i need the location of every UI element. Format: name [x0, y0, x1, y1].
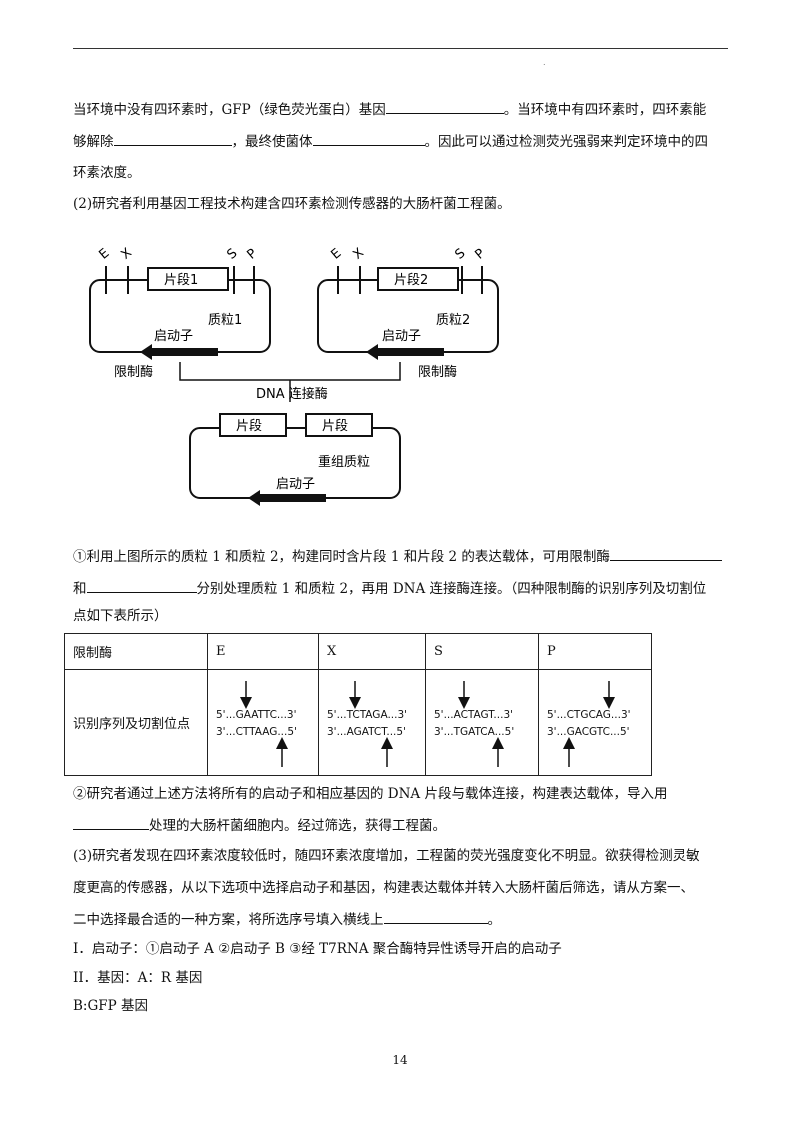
table-cell: X	[318, 633, 426, 670]
plasmid1-promoter-bar	[152, 348, 218, 356]
cut-site-diagram: 5'...TCTAGA...3' 3'...AGATCT...5'	[327, 671, 417, 775]
sequence-bottom: 3'...CTTAAG...5'	[216, 725, 297, 738]
paragraph-line: (3)研究者发现在四环素浓度较低时，随四环素浓度增加，工程菌的荧光强度变化不明显…	[73, 848, 700, 864]
paragraph-line: 点如下表所示）	[73, 608, 168, 624]
cut-arrows	[563, 680, 615, 767]
sequence-bottom: 3'...AGATCT...5'	[327, 725, 406, 738]
paragraph-line: 环素浓度。	[73, 165, 141, 181]
sequence-bottom: 3'...GACGTC...5'	[547, 725, 630, 738]
paragraph-line: 和 分别处理质粒 1 和质粒 2，再用 DNA 连接酶连接。（四种限制酶的识别序列…	[73, 578, 733, 599]
cut-arrows	[349, 680, 393, 767]
cut-site-diagram: 5'...CTGCAG...3' 3'...GACGTC...5'	[547, 671, 643, 775]
table-cell: 5'...CTGCAG...3' 3'...GACGTC...5'	[538, 669, 652, 776]
site-label: E	[96, 246, 112, 263]
text: 。因此可以通过检测荧光强弱来判定环境中的四	[424, 134, 709, 150]
text: 够解除	[73, 134, 114, 150]
table-cell: E	[207, 633, 319, 670]
header-mark: .	[543, 58, 546, 67]
answer-blank[interactable]	[86, 578, 197, 593]
paragraph-line: 度更高的传感器，从以下选项中选择启动子和基因，构建表达载体并转入大肠杆菌后筛选，…	[73, 880, 694, 896]
answer-blank[interactable]	[385, 99, 504, 114]
sequence-top: 5'...TCTAGA...3'	[327, 708, 408, 721]
text: 分别处理质粒 1 和质粒 2，再用 DNA 连接酶连接。（四种限制酶的识别序列及…	[196, 581, 707, 597]
site-label: X	[118, 245, 135, 262]
answer-blank[interactable]	[383, 909, 488, 924]
plasmid2-promoter-bar	[378, 348, 444, 356]
option-gene-a: II．基因：A：R 基因	[73, 970, 203, 986]
table-cell: P	[538, 633, 652, 670]
table-cell: 识别序列及切割位点	[64, 669, 208, 776]
answer-blank[interactable]	[312, 131, 425, 146]
site-label: P	[472, 246, 488, 263]
recombinant-fragment-label-a: 片段	[236, 419, 262, 434]
option-promoter: I．启动子：①启动子 A ②启动子 B ③经 T7RNA 聚合酶特异性诱导开启的…	[73, 941, 562, 957]
sequence-bottom: 3'...TGATCA...5'	[434, 725, 515, 738]
paragraph-line: 处理的大肠杆菌细胞内。经过筛选，获得工程菌。	[73, 815, 733, 836]
recombinant-fragment-box-b	[305, 413, 373, 437]
recombinant-fragment-box-a	[219, 413, 287, 437]
site-label: P	[244, 246, 260, 263]
enzyme-table: 限制酶 E X S P 识别序列及切割位点 5'...GAATTC...3' 3…	[64, 633, 652, 776]
table-row: 识别序列及切割位点 5'...GAATTC...3' 3'...CTTAAG..…	[64, 669, 652, 776]
table-cell: 5'...GAATTC...3' 3'...CTTAAG...5'	[207, 669, 319, 776]
site-label: X	[350, 245, 367, 262]
table-cell: 5'...TCTAGA...3' 3'...AGATCT...5'	[318, 669, 426, 776]
plasmid1-name: 质粒1	[208, 313, 242, 328]
question-2-intro: (2)研究者利用基因工程技术构建含四环素检测传感器的大肠杆菌工程菌。	[73, 196, 511, 212]
recombinant-promoter-label: 启动子	[276, 477, 315, 492]
cut-site-diagram: 5'...ACTAGT...3' 3'...TGATCA...5'	[434, 671, 530, 775]
page-number: 14	[392, 1053, 408, 1067]
table-row: 限制酶 E X S P	[64, 633, 652, 670]
paragraph-line: 二中选择最合适的一种方案，将所选序号填入横线上 。	[73, 909, 733, 930]
paragraph-line: ①利用上图所示的质粒 1 和质粒 2，构建同时含片段 1 和片段 2 的表达载体…	[73, 546, 733, 567]
plasmid1-promoter-label: 启动子	[154, 329, 193, 344]
ligase-label: DNA 连接酶	[256, 386, 328, 402]
plasmid1-fragment-label: 片段1	[164, 273, 198, 288]
text: 当环境中没有四环素时，GFP（绿色荧光蛋白）基因	[73, 102, 386, 118]
cut-site-diagram: 5'...GAATTC...3' 3'...CTTAAG...5'	[216, 671, 310, 775]
answer-blank[interactable]	[609, 546, 722, 561]
sequence-top: 5'...ACTAGT...3'	[434, 708, 514, 721]
plasmid1-fragment-box	[147, 267, 229, 291]
enzyme-label-2: 限制酶	[418, 364, 457, 380]
answer-blank[interactable]	[73, 815, 149, 830]
plasmid2-promoter-label: 启动子	[382, 329, 421, 344]
text: 处理的大肠杆菌细胞内。经过筛选，获得工程菌。	[149, 818, 446, 834]
sequence-top: 5'...GAATTC...3'	[216, 708, 297, 721]
option-gene-b: B:GFP 基因	[73, 998, 148, 1014]
text: ，最终使菌体	[231, 134, 313, 150]
paragraph-line: 够解除 ，最终使菌体 。因此可以通过检测荧光强弱来判定环境中的四	[73, 131, 733, 152]
plasmid2-fragment-label: 片段2	[394, 273, 428, 288]
plasmid2-name: 质粒2	[436, 313, 470, 328]
recombinant-name: 重组质粒	[318, 454, 370, 470]
table-cell: S	[425, 633, 539, 670]
table-cell: 5'...ACTAGT...3' 3'...TGATCA...5'	[425, 669, 539, 776]
text: 和	[73, 581, 87, 597]
cut-arrows	[240, 680, 288, 767]
header-rule	[73, 48, 728, 49]
site-label: E	[328, 246, 344, 263]
paragraph-line: ②研究者通过上述方法将所有的启动子和相应基因的 DNA 片段与载体连接，构建表达…	[73, 786, 668, 802]
cut-arrows	[458, 680, 504, 767]
text: 。当环境中有四环素时，四环素能	[503, 102, 707, 118]
answer-blank[interactable]	[113, 131, 232, 146]
recombinant-promoter-bar	[260, 494, 326, 502]
recombinant-fragment-label-b: 片段	[322, 419, 348, 434]
plasmid-diagram: E X S P E X S P 片段1 质粒1 启动子 限制酶 片段2 质粒2 …	[89, 245, 499, 506]
enzyme-label-1: 限制酶	[114, 364, 153, 380]
site-label: S	[224, 246, 240, 263]
text: 二中选择最合适的一种方案，将所选序号填入横线上	[73, 912, 384, 928]
sequence-top: 5'...CTGCAG...3'	[547, 708, 631, 721]
table-cell: 限制酶	[64, 633, 208, 670]
text: ①利用上图所示的质粒 1 和质粒 2，构建同时含片段 1 和片段 2 的表达载体…	[73, 549, 610, 565]
paragraph-line: 当环境中没有四环素时，GFP（绿色荧光蛋白）基因 。当环境中有四环素时，四环素能	[73, 99, 733, 120]
site-label: S	[452, 246, 468, 263]
text: 。	[487, 912, 502, 928]
plasmid2-fragment-box	[377, 267, 459, 291]
